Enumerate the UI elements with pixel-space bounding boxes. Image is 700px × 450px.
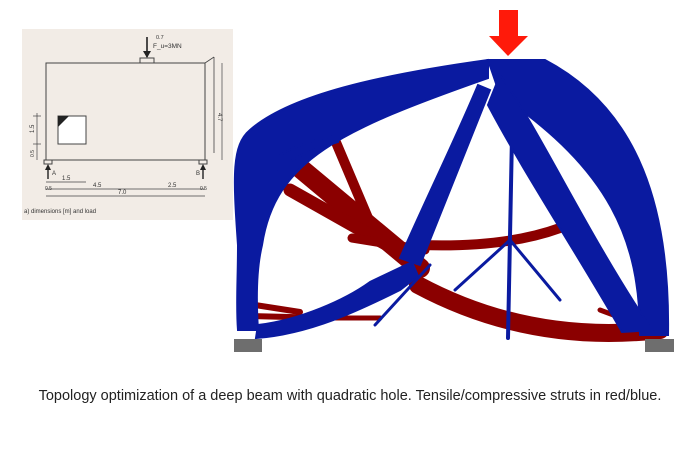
hole-offset-label: 1.5 (62, 176, 71, 182)
compression-strut-lower-left (254, 260, 420, 340)
compression-thin-strut-2 (508, 238, 562, 302)
hole-height-label: 1.5 (30, 124, 36, 133)
figure-caption: Topology optimization of a deep beam wit… (38, 388, 662, 404)
compression-arch-left (233, 58, 489, 331)
beam-edge-top (204, 56, 215, 64)
support-height-label: 0.5 (30, 150, 36, 157)
compression-vertical-strut (506, 133, 514, 340)
reaction-arrowhead-b (200, 164, 206, 170)
tension-strut-upper (330, 135, 373, 223)
reaction-arrowhead-a (45, 164, 51, 170)
left-span-label: 4.5 (93, 183, 102, 189)
tension-tie-mid (415, 223, 565, 251)
tension-struts (247, 135, 669, 342)
sketch-paper (22, 29, 233, 220)
compression-strut-main-diagonal (486, 72, 654, 334)
support-label-a: A (52, 171, 56, 177)
compression-strut-left-diagonal (398, 83, 492, 267)
load-arrow-head (143, 51, 151, 58)
compression-strut-upper-left (260, 133, 342, 182)
topology-optimization-result (233, 10, 674, 352)
sketch-subcaption: a) dimensions [m] and load (24, 209, 96, 215)
compression-thin-strut-3 (373, 263, 432, 327)
load-offset: 0.7 (156, 35, 164, 41)
compression-struts (233, 58, 670, 340)
tension-strut-left-1 (252, 302, 303, 315)
support-right (645, 339, 674, 352)
load-arrow (489, 10, 528, 56)
total-span-label: 7.0 (118, 190, 127, 196)
dimension-sketch: F_u=3MN 0.7 A B 4.7 1.5 0.5 1.5 0.5 4.5 … (22, 29, 233, 220)
right-span-label: 2.5 (168, 183, 177, 189)
beam-outline (45, 62, 206, 161)
height-label: 4.7 (216, 113, 222, 122)
load-value: F_u=3MN (153, 43, 182, 50)
support-width-right: 0.5 (200, 186, 207, 192)
compression-thin-struts (373, 133, 562, 340)
compression-thin-strut-1 (453, 238, 512, 292)
load-arrow-shaft (499, 10, 518, 38)
load-arrow-head (489, 36, 528, 56)
hole-corner-mark (58, 116, 69, 127)
support-label-b: B (196, 171, 200, 177)
support-left (234, 339, 262, 352)
